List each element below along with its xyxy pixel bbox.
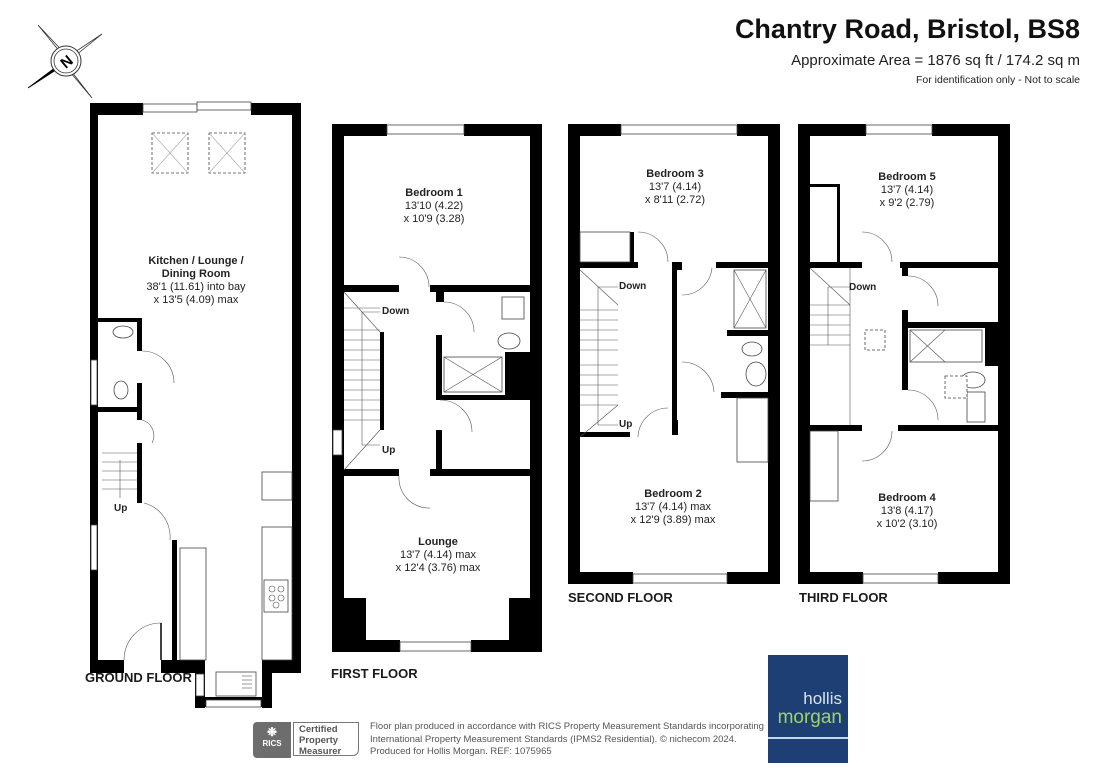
room-dimension: 38'1 (11.61) into bay [146, 281, 246, 293]
room-bedroom-5: Bedroom 5 13'7 (4.14) x 9'2 (2.79) [878, 171, 935, 210]
room-name: Kitchen / Lounge / [148, 255, 244, 267]
first-floor-plan [332, 124, 542, 652]
rics-certified-badge: ❉ RICS Certified Property Measurer [253, 722, 363, 758]
room-dimension: x 12'9 (3.89) max [630, 514, 716, 526]
room-dimension: 13'8 (4.17) [880, 505, 934, 517]
room-name: Lounge [418, 536, 458, 548]
scale-disclaimer: For identification only - Not to scale [916, 74, 1080, 86]
room-kitchen-lounge-dining: Kitchen / Lounge / Dining Room 38'1 (11.… [146, 255, 245, 307]
room-dimension: x 13'5 (4.09) max [153, 294, 239, 306]
room-lounge: Lounge 13'7 (4.14) max x 12'4 (3.76) max [396, 536, 481, 575]
room-dimension: 13'7 (4.14) [648, 181, 702, 193]
third-floor-label: THIRD FLOOR [799, 590, 888, 605]
second-floor-label: SECOND FLOOR [568, 590, 673, 605]
stair-up-label: Up [114, 503, 128, 514]
rics-lion-icon: ❉ [266, 725, 278, 739]
room-dimension: 13'7 (4.14) max [634, 501, 712, 513]
ground-floor-label: GROUND FLOOR [85, 670, 192, 685]
rics-certification-text: Certified Property Measurer [293, 722, 359, 757]
second-floor-plan [568, 124, 780, 584]
first-floor-label: FIRST FLOOR [331, 666, 418, 681]
measurement-standards-note: Floor plan produced in accordance with R… [370, 721, 764, 757]
stair-down-label: Down [382, 306, 410, 317]
stair-down-label: Down [849, 282, 877, 293]
hollis-morgan-logo: hollis morgan [768, 655, 848, 763]
room-name: Bedroom 1 [405, 187, 463, 199]
room-bedroom-4: Bedroom 4 13'8 (4.17) x 10'2 (3.10) [877, 492, 938, 531]
room-dimension: x 10'2 (3.10) [876, 518, 938, 530]
room-dimension: 13'7 (4.14) [880, 184, 934, 196]
property-title: Chantry Road, Bristol, BS8 [734, 14, 1080, 44]
room-name: Bedroom 3 [646, 168, 704, 180]
room-name: Dining Room [161, 268, 231, 280]
room-dimension: 13'10 (4.22) [404, 200, 464, 212]
room-dimension: x 8'11 (2.72) [645, 194, 705, 206]
room-name: Bedroom 5 [878, 171, 936, 183]
stair-down-label: Down [619, 281, 647, 292]
room-bedroom-3: Bedroom 3 13'7 (4.14) x 8'11 (2.72) [645, 168, 705, 207]
rics-logo: ❉ RICS [253, 722, 291, 758]
compass-icon: N [27, 24, 103, 99]
stair-up-label: Up [619, 419, 633, 430]
room-dimension: x 12'4 (3.76) max [395, 562, 481, 574]
logo-divider [768, 737, 848, 739]
stair-up-label: Up [382, 445, 396, 456]
room-name: Bedroom 2 [644, 488, 702, 500]
third-floor-plan [798, 124, 1010, 584]
room-dimension: x 9'2 (2.79) [879, 197, 935, 209]
room-dimension: 13'7 (4.14) max [399, 549, 477, 561]
room-bedroom-2: Bedroom 2 13'7 (4.14) max x 12'9 (3.89) … [631, 488, 716, 527]
room-name: Bedroom 4 [878, 492, 936, 504]
approximate-area: Approximate Area = 1876 sq ft / 174.2 sq… [791, 52, 1080, 69]
room-bedroom-1: Bedroom 1 13'10 (4.22) x 10'9 (3.28) [404, 187, 465, 226]
room-dimension: x 10'9 (3.28) [403, 213, 465, 225]
